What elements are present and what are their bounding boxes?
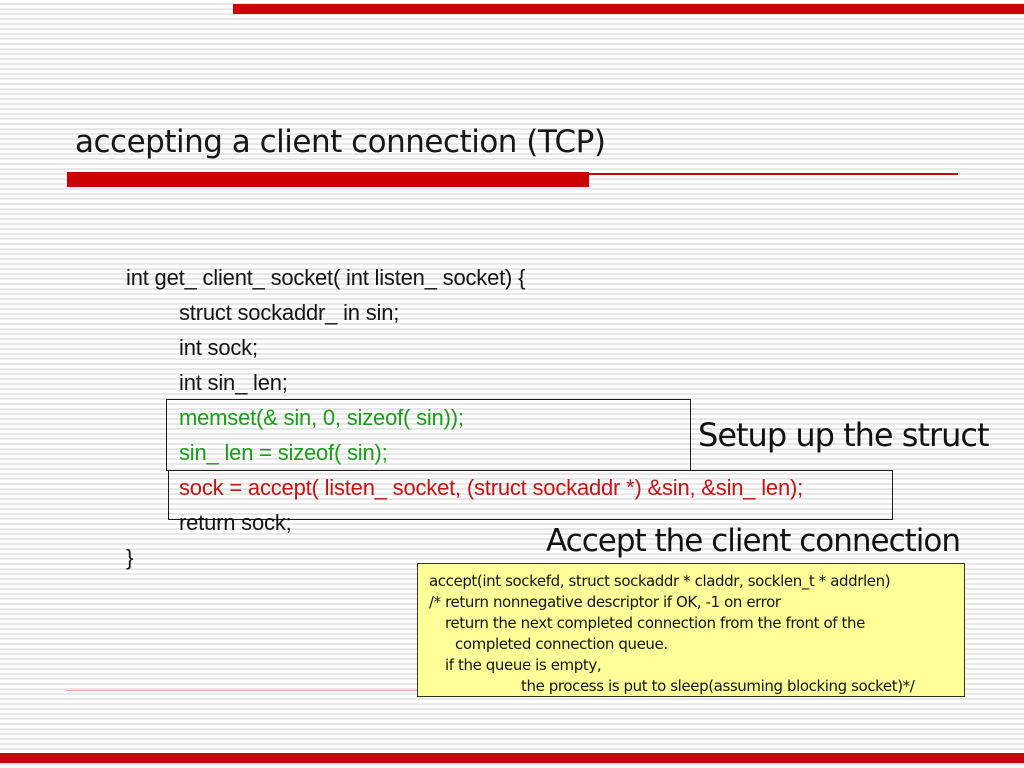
accept-doc-note-box: accept(int sockefd, struct sockaddr * cl… [417, 563, 965, 697]
code-line: sin_ len = sizeof( sin); [179, 440, 388, 465]
note-line: /* return nonnegative descriptor if OK, … [429, 593, 781, 611]
footer-thin-line [66, 690, 417, 691]
code-line: int sin_ len; [179, 370, 288, 395]
slide-title: accepting a client connection (TCP) [75, 124, 606, 160]
note-line: if the queue is empty, [445, 656, 602, 674]
accept-highlight-box [168, 470, 893, 520]
code-line: sock = accept( listen_ socket, (struct s… [179, 475, 804, 500]
note-line: accept(int sockefd, struct sockaddr * cl… [429, 572, 891, 590]
code-line: int sock; [179, 335, 258, 360]
note-line: completed connection queue. [455, 635, 668, 653]
code-line: struct sockaddr_ in sin; [179, 300, 400, 325]
code-line: } [126, 545, 134, 570]
code-line: int get_ client_ socket( int listen_ soc… [126, 265, 526, 290]
note-line: the process is put to sleep(assuming blo… [521, 677, 915, 695]
title-underline-thin-line [589, 173, 958, 175]
code-line: memset(& sin, 0, sizeof( sin)); [179, 405, 464, 430]
title-underline-bar [67, 172, 589, 187]
top-accent-bar [233, 4, 1024, 14]
accept-callout-label: Accept the client connection [546, 523, 961, 559]
code-line: return sock; [179, 510, 292, 535]
code-block: int get_ client_ socket( int listen_ soc… [0, 260, 1024, 575]
bottom-accent-bar [0, 753, 1024, 763]
setup-callout-label: Setup up the struct [698, 416, 990, 454]
note-line: return the next completed connection fro… [445, 614, 865, 632]
